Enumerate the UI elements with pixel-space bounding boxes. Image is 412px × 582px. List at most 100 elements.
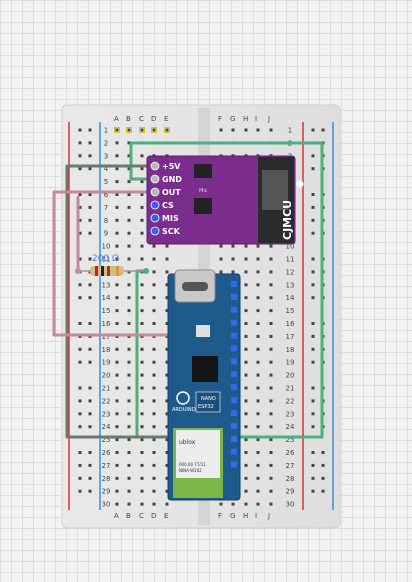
row-label-left: 19: [102, 359, 111, 367]
mic-pin-dot[interactable]: [150, 187, 160, 197]
row-label-left: 30: [102, 501, 111, 509]
col-label-bottom: G: [230, 512, 235, 520]
row-label-left: 2: [104, 139, 108, 147]
row-label-left: 3: [104, 152, 108, 160]
row-label-right: 12: [286, 268, 295, 276]
row-label-left: 16: [102, 320, 111, 328]
arduino-logo: [176, 391, 190, 405]
model-badge: [195, 391, 221, 413]
col-label-top: H: [243, 115, 248, 123]
row-label-left: 21: [102, 385, 111, 393]
col-label-bottom: A: [114, 512, 119, 520]
nano-pin[interactable]: [231, 435, 237, 442]
row-label-left: 9: [104, 230, 108, 238]
row-label-right: 22: [286, 397, 295, 405]
mic-pin-label: +5V: [162, 162, 181, 171]
row-label-left: 6: [104, 191, 109, 199]
col-label-bottom: C: [139, 512, 144, 520]
row-label-right: 13: [286, 281, 295, 289]
nano-pin[interactable]: [231, 422, 237, 429]
nano-pin[interactable]: [231, 397, 237, 404]
nano-pin[interactable]: [231, 306, 237, 313]
row-label-right: 14: [286, 294, 295, 302]
row-label-right: 27: [286, 462, 295, 470]
mic-chip-2: [194, 198, 212, 214]
row-label-left: 17: [102, 333, 111, 341]
row-label-left: 1: [104, 127, 108, 135]
nano-model-2: ESP32: [198, 404, 214, 410]
row-label-left: 5: [104, 178, 108, 186]
wire-gray: [65, 164, 172, 439]
mic-pin-dot[interactable]: [150, 226, 160, 236]
nano-pin[interactable]: [231, 345, 237, 352]
row-label-left: 26: [102, 449, 111, 457]
row-label-right: 21: [286, 385, 295, 393]
mic-chip-label: Mic: [199, 188, 208, 194]
row-label-left: 20: [102, 372, 111, 380]
col-label-top: F: [218, 115, 222, 123]
nano-model-1: NANO: [201, 396, 216, 402]
row-label-left: 25: [102, 436, 111, 444]
col-label-top: E: [164, 115, 168, 123]
mic-pin-dot[interactable]: [150, 174, 160, 184]
nano-pin[interactable]: [231, 319, 237, 326]
row-label-left: 10: [102, 243, 111, 251]
row-label-right: 30: [286, 501, 295, 509]
reset-button[interactable]: [196, 325, 210, 337]
nano-pin[interactable]: [231, 461, 237, 468]
col-label-top: J: [267, 115, 270, 123]
col-label-top: D: [151, 115, 156, 123]
mic-pin-dot[interactable]: [150, 200, 160, 210]
row-label-right: 19: [286, 359, 295, 367]
col-label-bottom: D: [151, 512, 156, 520]
mic-brand: CJMCU: [281, 200, 294, 240]
nano-pin[interactable]: [231, 358, 237, 365]
mic-pin-label: CS: [162, 201, 174, 210]
col-label-bottom: E: [164, 512, 168, 520]
mic-chip: [194, 164, 212, 178]
resistor[interactable]: 200 Ω: [75, 254, 149, 276]
col-label-bottom: H: [243, 512, 248, 520]
row-label-right: 26: [286, 449, 295, 457]
row-label-left: 28: [102, 475, 111, 483]
row-label-left: 27: [102, 462, 111, 470]
col-label-top: B: [126, 115, 131, 123]
row-label-right: 17: [286, 333, 295, 341]
row-label-left: 11: [102, 256, 111, 264]
row-label-left: 29: [102, 488, 111, 496]
nano-pin[interactable]: [231, 384, 237, 391]
mic-pin-dot[interactable]: [150, 213, 160, 223]
row-label-left: 8: [104, 217, 108, 225]
nano-pin[interactable]: [231, 281, 237, 287]
row-label-right: 24: [286, 423, 295, 431]
col-label-top: G: [230, 115, 235, 123]
row-label-left: 23: [102, 410, 111, 418]
row-label-left: 24: [102, 423, 111, 431]
mic-pin-dot[interactable]: [150, 161, 160, 171]
row-label-right: 18: [286, 346, 295, 354]
row-label-right: 10: [286, 243, 295, 251]
row-label-left: 7: [104, 204, 108, 212]
module-line-2: NINA-W102: [179, 468, 202, 473]
row-label-right: 11: [286, 256, 295, 264]
nano-esp32[interactable]: ARDUINO NANO ESP32 ublox 000.00 77/11 NI…: [167, 269, 241, 501]
nano-pin[interactable]: [231, 371, 237, 378]
row-label-left: 13: [102, 281, 111, 289]
wires: [52, 141, 324, 439]
col-label-bottom: B: [126, 512, 131, 520]
resistor-label: 200 Ω: [92, 254, 119, 264]
row-label-right: 16: [286, 320, 295, 328]
nano-pin[interactable]: [231, 448, 237, 455]
wire-pink: [52, 190, 172, 337]
row-label-right: 25: [286, 436, 295, 444]
row-label-right: 23: [286, 410, 295, 418]
wire-green: [129, 141, 324, 439]
nano-pin[interactable]: [231, 410, 237, 416]
nano-pin[interactable]: [231, 332, 237, 339]
nano-pin[interactable]: [231, 293, 237, 300]
nano-brand: ARDUINO: [172, 407, 196, 413]
row-label-left: 14: [102, 294, 111, 302]
row-label-right: 20: [286, 372, 295, 380]
